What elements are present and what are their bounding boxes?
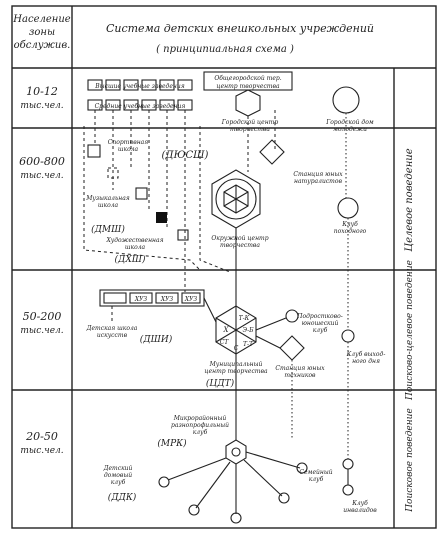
invalid-club-line2: инвалидов: [343, 507, 377, 514]
small-circle-2-icon: [188, 504, 200, 516]
row4-population-unit: тыс.чел.: [20, 446, 63, 456]
hex-letter-4: Т-Т: [243, 341, 254, 348]
arts-house-line2: искусств: [97, 332, 128, 339]
hex-letter-3: Э-Б: [242, 327, 254, 334]
family-club-circle-icon: [296, 462, 308, 474]
small-circle-3-icon: [230, 512, 242, 524]
district-center-hexagon-icon: [211, 169, 261, 229]
bar-item-2: ХУЗ: [160, 296, 174, 303]
row4-population-value: 20-50: [25, 430, 58, 443]
secondary-schools-label: Средние учебные заведения: [95, 103, 186, 110]
weekend-club-line1: Клуб выход-: [346, 351, 386, 358]
sport-school-square-icon: [87, 144, 101, 158]
young-naturalists-line1: Станция юных: [293, 171, 343, 178]
hikers-club-line1: Клуб: [341, 221, 358, 228]
dhsh-label: (ДХШ): [114, 254, 146, 265]
young-techs-line1: Станция юных: [275, 365, 325, 372]
sport-school-line1: Спортивная: [108, 139, 148, 146]
ddk-label: (ДДК): [108, 492, 137, 503]
small-circle-4-icon: [278, 492, 290, 504]
behavior-search-target: Поисково-целевое поведение: [405, 260, 415, 401]
kids-house-line2: домовый: [104, 472, 132, 479]
kids-house-line3: клуб: [111, 479, 126, 486]
sport-school-line2: школа: [118, 146, 139, 153]
hex-letter-2: Х: [223, 326, 230, 334]
bar-item-1: ХУЗ: [134, 296, 148, 303]
invalid-club-circle-icon-2: [342, 484, 354, 496]
music-school-line2: школа: [98, 202, 119, 209]
secondary-schools-group: Средние учебные заведения: [87, 99, 193, 111]
hex-letter-5: С: [234, 345, 239, 352]
dshi-label: (ДШИ): [140, 334, 173, 345]
weekend-club-circle-icon: [341, 329, 355, 343]
music-school-square-icon: [135, 187, 148, 200]
row1-population-unit: тыс.чел.: [20, 101, 63, 111]
art-school-line1: Художественная: [105, 237, 163, 244]
city-creativity-line2: творчества: [230, 126, 270, 133]
tech-club-line3: клуб: [313, 327, 328, 334]
neighborhood-club-line2: разнопрофильный: [171, 422, 229, 429]
city-creativity-hexagon-icon: [235, 89, 261, 117]
arts-house-line1: Детская школа: [86, 325, 138, 332]
higher-schools-label: Высшие учебные заведения: [94, 83, 184, 90]
city-creativity-line1: Городской центр: [221, 119, 279, 126]
invalid-club-circle-icon-1: [342, 458, 354, 470]
city-club-house-line2: молодежи: [333, 126, 367, 133]
dat-label: (ЦДТ): [206, 378, 235, 389]
invalid-club-line1: Клуб: [351, 500, 368, 507]
bar-item-3: ХУЗ: [184, 296, 198, 303]
behavior-target: Целевое поведение: [404, 148, 415, 251]
header-col1-line1: Население: [12, 14, 71, 25]
row1-population-value: 10-12: [26, 85, 58, 98]
hikers-club-circle-icon: [337, 197, 359, 219]
diagram-subtitle: ( принципиальная схема ): [156, 44, 294, 55]
mrk-label: (МРК): [157, 438, 187, 449]
city-club-house-line1: Городской дом: [325, 119, 374, 126]
family-club-line2: клуб: [309, 476, 324, 483]
neighborhood-club-line3: клуб: [193, 429, 208, 436]
neighborhood-club-line1: Микрорайонный: [173, 415, 227, 422]
diagram-title: Система детских внешкольных учреждений: [106, 22, 374, 35]
art-school-square-icon: [177, 229, 189, 241]
tech-club-line2: юношеский: [302, 320, 339, 327]
tech-club-circle-icon: [285, 309, 299, 323]
small-school-square-icon: [107, 167, 119, 179]
art-school-line2: школа: [125, 244, 146, 251]
row3-population-value: 50-200: [23, 310, 62, 323]
city-center-line1: Общегородской тер.: [214, 75, 281, 82]
weekend-club-line2: ного дня: [352, 358, 380, 365]
hex-letter-1: Т-К: [239, 315, 250, 322]
kids-house-circle-icon: [158, 476, 170, 488]
young-naturalists-line2: натуралистов: [294, 178, 342, 185]
header-col1-line2: зоны: [29, 27, 55, 38]
neighborhood-club-hexagon-icon: [225, 439, 247, 465]
young-naturalists-diamond-icon: [259, 139, 285, 165]
tech-club-line1: Подростково-: [296, 313, 342, 320]
city-center-line2: центр творчества: [216, 83, 280, 90]
family-club-line1: Семейный: [299, 469, 332, 476]
young-techs-diamond-icon: [279, 335, 305, 361]
art-school-filled-square-icon: [156, 212, 167, 223]
header-col1-line3: обслужив.: [14, 40, 71, 51]
kids-house-line1: Детский: [103, 465, 133, 472]
row2-population-unit: тыс.чел.: [20, 171, 63, 181]
district-center-line2: творчества: [220, 242, 260, 249]
row2-population-value: 600-800: [19, 155, 65, 168]
city-club-house-circle-icon: [332, 86, 360, 114]
header-population: Население зоны обслужив.: [12, 14, 71, 51]
music-school-line1: Музыкальная: [85, 195, 130, 202]
district-center-line1: Окружной центр: [211, 235, 268, 242]
hikers-club-line2: походного: [334, 228, 367, 235]
dmsh-label: (ДМШ): [91, 224, 125, 235]
behavior-search: Поисковое поведение: [405, 408, 415, 513]
higher-schools-group: Высшие учебные заведения: [87, 79, 193, 91]
row3-population-unit: тыс.чел.: [20, 326, 63, 336]
hex-letter-6: СТ: [220, 339, 230, 346]
young-techs-line2: техников: [284, 372, 316, 379]
table-frame: [11, 5, 437, 529]
dyush-label: (ДЮСШ): [162, 150, 209, 161]
